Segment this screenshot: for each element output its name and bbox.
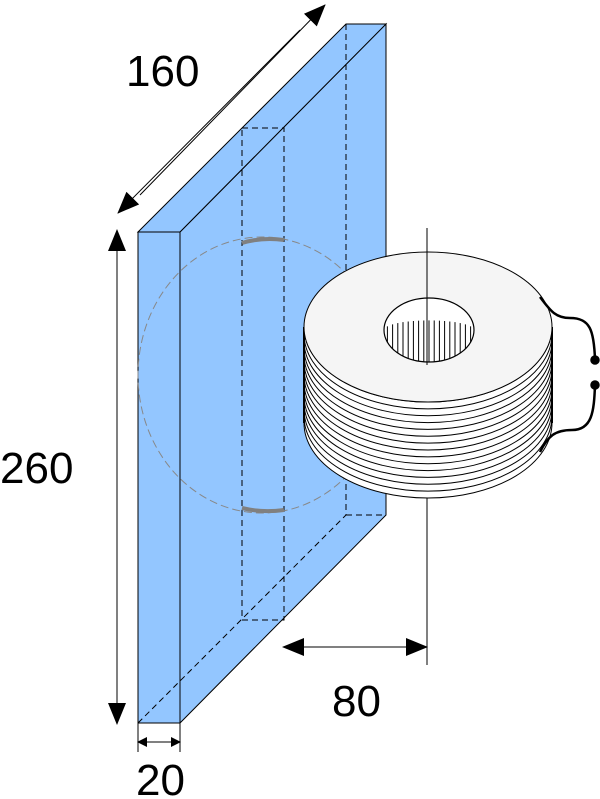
dim-260-label: 260 (0, 444, 74, 493)
arc-top (241, 237, 285, 245)
dim-160-arrow-start (117, 29, 301, 214)
hidden-edges (137, 24, 386, 724)
arc-bottom (241, 506, 285, 514)
plate-front-face (137, 231, 181, 724)
dim-160-label: 160 (126, 47, 200, 96)
coil (303, 251, 553, 499)
dim-20-label: 20 (136, 756, 185, 799)
terminal-bottom (590, 380, 600, 390)
plate (136, 22, 388, 725)
terminal-top (590, 355, 600, 365)
coil-leads (538, 296, 600, 453)
dim-80-label: 80 (332, 677, 381, 726)
dim-160-arrow (139, 4, 326, 196)
